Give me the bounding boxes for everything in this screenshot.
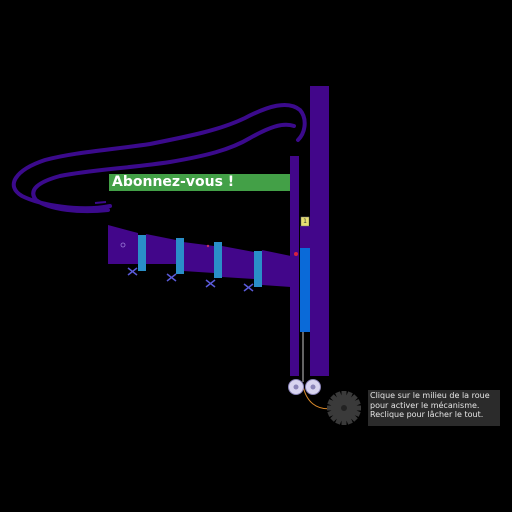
- ramp-step-3: [183, 242, 214, 273]
- gear-icon[interactable]: [327, 391, 361, 425]
- ramp-step-4: [222, 246, 254, 279]
- star-marker-icon: [127, 267, 254, 292]
- latch-block[interactable]: [300, 216, 310, 227]
- blade-2[interactable]: [176, 238, 184, 274]
- latch-label: 1: [303, 218, 307, 225]
- inner-post: [290, 156, 299, 376]
- pulley-icon: [288, 379, 321, 395]
- track-stub: [94, 201, 107, 204]
- pivot-dot: [294, 252, 298, 256]
- marble-track-inner: [31, 122, 296, 214]
- instruction-box: Clique sur le milieu de la roue pour act…: [368, 390, 500, 426]
- instruction-line: pour activer le mécanisme.: [370, 400, 480, 410]
- piston-rail: [300, 226, 310, 248]
- marble-track-outer: [11, 102, 307, 211]
- pivot-dot: [120, 242, 126, 248]
- blade-3[interactable]: [214, 242, 222, 278]
- instruction-line: Reclique pour lâcher le tout.: [370, 410, 484, 419]
- blade-4[interactable]: [254, 251, 262, 287]
- instruction-line: Clique sur le milieu de la roue: [370, 391, 490, 400]
- piston[interactable]: [300, 248, 310, 332]
- subscribe-banner[interactable]: Abonnez-vous !: [109, 174, 290, 191]
- ramp-step-2: [146, 234, 176, 264]
- ramp-step-5: [262, 250, 291, 287]
- tall-post: [310, 86, 329, 376]
- pivot-dot: [206, 244, 210, 248]
- blade-1[interactable]: [138, 235, 146, 271]
- ramp-step-1: [108, 225, 138, 264]
